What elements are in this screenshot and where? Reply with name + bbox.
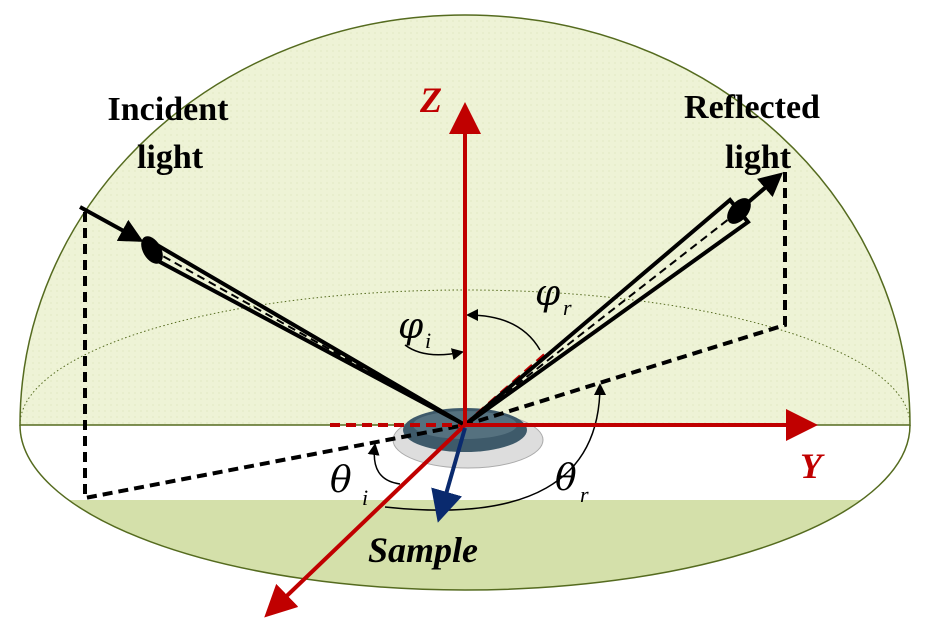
phi-i-symbol: φ	[398, 306, 424, 347]
z-axis-label: Z	[419, 80, 442, 120]
reflected-label-line2: light	[725, 139, 792, 176]
incident-beam	[79, 205, 467, 427]
phi-r-arc	[466, 309, 541, 351]
phi-r-subscript: r	[563, 295, 572, 320]
phi-i-subscript: i	[425, 328, 431, 353]
phi-i-arc	[404, 344, 464, 360]
theta-i-subscript: i	[362, 485, 368, 510]
sample-label: Sample	[368, 530, 478, 570]
theta-r-symbol: θ	[555, 458, 577, 499]
x-axis	[264, 423, 467, 618]
theta-i-arc	[367, 443, 401, 485]
theta-r-subscript: r	[580, 482, 589, 507]
phi-r-symbol: φ	[535, 273, 561, 314]
reflected-arrow	[743, 172, 784, 207]
reflected-label-line1: Reflected	[684, 89, 820, 126]
sample-normal-axis	[431, 427, 467, 523]
reflected-beam	[463, 172, 784, 427]
incident-label-line2: light	[137, 139, 204, 176]
reflected-projection	[464, 172, 787, 427]
y-axis-label: Y	[800, 446, 825, 486]
incident-arrow	[79, 205, 144, 242]
theta-i-symbol: θ	[330, 460, 352, 501]
incident-label-line1: Incident	[108, 91, 230, 128]
